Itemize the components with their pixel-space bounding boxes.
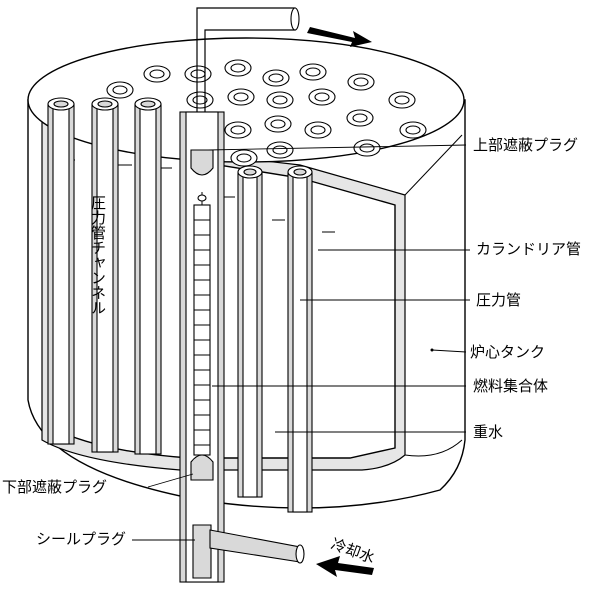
- label-fuel-assembly: 燃料集合体: [473, 377, 548, 395]
- label-core-tank: 炉心タンク: [470, 343, 545, 361]
- leader-lines: [132, 144, 470, 541]
- label-heavy-water: 重水: [473, 423, 503, 441]
- right-tube-group: [237, 165, 313, 513]
- left-tube-group: [47, 97, 162, 455]
- outlet-flow-arrow: [307, 27, 372, 47]
- central-fuel-channel: [179, 7, 305, 583]
- inlet-flow-arrow: [316, 556, 374, 577]
- label-calandria-tube: カランドリア管: [476, 240, 581, 258]
- label-lower-shield-plug: 下部遮蔽プラグ: [2, 478, 107, 496]
- label-pressure-tube: 圧力管: [476, 291, 521, 309]
- tube-sheet-holes: [106, 59, 427, 167]
- label-pressure-tube-channel: 圧力管チャンネル: [89, 195, 107, 315]
- label-seal-plug: シールプラグ: [36, 530, 126, 548]
- label-upper-shield-plug: 上部遮蔽プラグ: [473, 136, 578, 154]
